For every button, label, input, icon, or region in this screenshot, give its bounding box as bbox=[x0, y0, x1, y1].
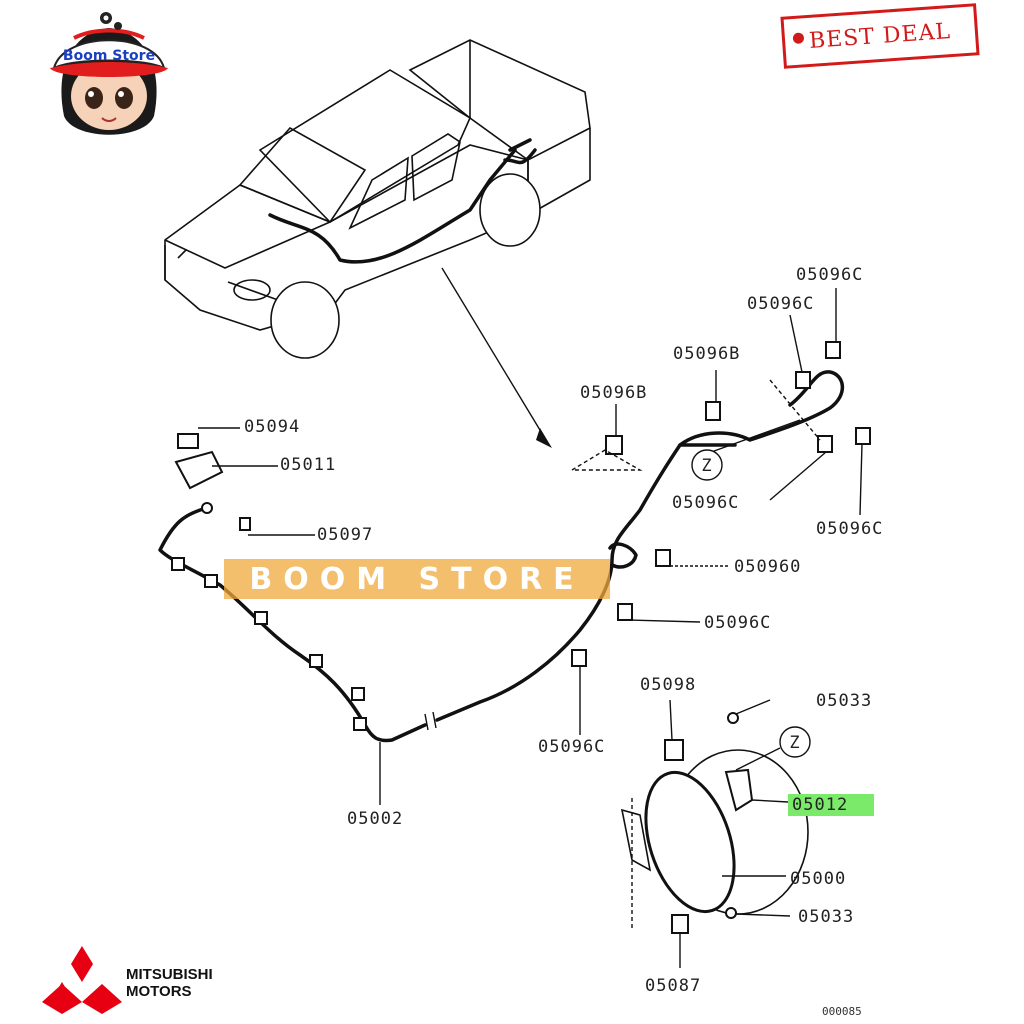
part-label: 05096C bbox=[796, 265, 863, 285]
part-label: 05011 bbox=[280, 455, 336, 475]
store-logo-text: Boom Store bbox=[63, 48, 155, 64]
store-logo-graphic: Boom Store bbox=[50, 12, 168, 135]
ref-marker-text: Z bbox=[701, 456, 712, 476]
part-label: 050960 bbox=[734, 557, 801, 577]
part-label: 05096C bbox=[816, 519, 883, 539]
part-label-highlighted: 05012 bbox=[792, 795, 848, 815]
brand-line-2: MOTORS bbox=[126, 983, 192, 1000]
part-label: 05033 bbox=[816, 691, 872, 711]
mitsubishi-logo bbox=[40, 944, 124, 1020]
store-logo: Boom Store bbox=[44, 6, 174, 146]
part-label: 05097 bbox=[317, 525, 373, 545]
watermark-text: BOOM STORE bbox=[249, 561, 585, 597]
part-label: 05096C bbox=[747, 294, 814, 314]
part-label: 05098 bbox=[640, 675, 696, 695]
part-label: 05002 bbox=[347, 809, 403, 829]
truck-illustration bbox=[164, 39, 591, 359]
part-label: 05087 bbox=[645, 976, 701, 996]
fuel-lid-assembly bbox=[620, 712, 809, 934]
part-label: 05096B bbox=[673, 344, 740, 364]
badge-dot-icon bbox=[792, 32, 805, 45]
part-label: 05000 bbox=[790, 869, 846, 889]
part-label: 05096C bbox=[538, 737, 605, 757]
figure-code: 000085 bbox=[822, 1005, 862, 1018]
part-highlight bbox=[788, 794, 874, 816]
part-label: 05033 bbox=[798, 907, 854, 927]
brand-line-1: MITSUBISHI bbox=[126, 966, 213, 983]
mitsubishi-diamonds-icon bbox=[42, 946, 122, 1014]
harness-clips bbox=[171, 341, 871, 731]
gear-icon bbox=[100, 12, 122, 30]
ref-marker-2: Z bbox=[779, 726, 811, 758]
brand-name: MITSUBISHI MOTORS bbox=[126, 966, 213, 1000]
part-label: 05096C bbox=[672, 493, 739, 513]
watermark-banner: BOOM STORE bbox=[224, 559, 610, 599]
best-deal-text: BEST DEAL bbox=[808, 18, 952, 54]
ref-marker-text: Z bbox=[789, 733, 800, 753]
part-label: 05096C bbox=[704, 613, 771, 633]
part-label: 05094 bbox=[244, 417, 300, 437]
ref-marker-1: Z bbox=[691, 449, 723, 481]
part-label: 05096B bbox=[580, 383, 647, 403]
leader-lines bbox=[198, 288, 863, 968]
